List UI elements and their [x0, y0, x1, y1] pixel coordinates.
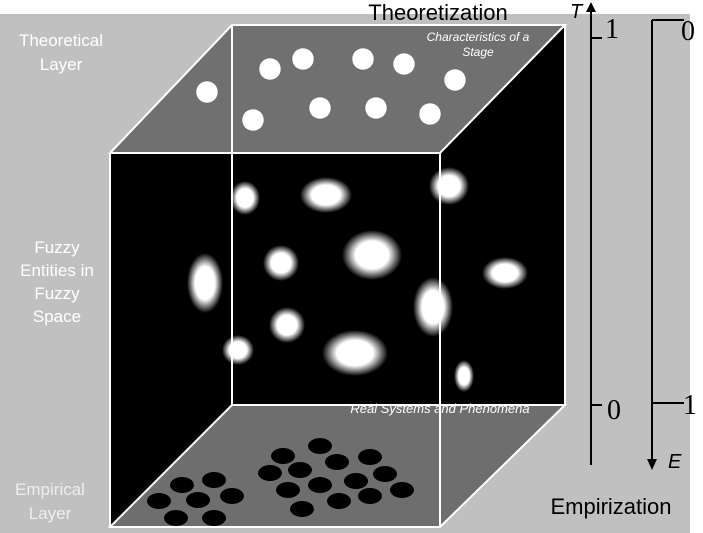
empirical-dots: [147, 438, 414, 526]
e-axis-symbol: E: [668, 451, 682, 473]
top-white-strip: [0, 0, 703, 14]
empirical-layer-label: Empirical: [15, 480, 85, 499]
theoretization-label: Theoretization: [368, 0, 507, 25]
fuzzy-entities-label-line2: Entities in: [20, 261, 94, 280]
cube-edges: [109, 25, 566, 527]
fuzzy-entities-label-line4: Space: [33, 307, 81, 326]
fuzzy-entities-label: Fuzzy: [34, 238, 80, 257]
theoretical-layer-label: Theoretical: [19, 31, 103, 50]
theoretical-dots: [195, 47, 467, 132]
empirical-layer-label-line2: Layer: [29, 504, 72, 523]
e-axis: [651, 19, 684, 462]
e-axis-arrowhead: [647, 459, 657, 470]
theoretical-layer-label-line2: Layer: [40, 55, 83, 74]
right-white-strip: [690, 14, 703, 533]
t-axis: [590, 8, 602, 465]
fuzzy-entities: [187, 167, 528, 392]
e-axis-top-value: 0: [681, 16, 695, 47]
empirization-label: Empirization: [550, 494, 671, 519]
top-face-label-line2: Stage: [462, 45, 494, 59]
bottom-face-label: Real Systems and Phenomena: [350, 401, 529, 416]
t-axis-bottom-value: 0: [607, 395, 621, 426]
e-axis-bottom-value: 1: [683, 390, 697, 421]
t-axis-arrowhead: [586, 2, 596, 12]
t-axis-top-value: 1: [605, 14, 619, 45]
t-axis-symbol: T: [570, 1, 584, 23]
top-face-label: Characteristics of a: [427, 30, 530, 44]
fuzzy-entities-label-line3: Fuzzy: [34, 284, 80, 303]
